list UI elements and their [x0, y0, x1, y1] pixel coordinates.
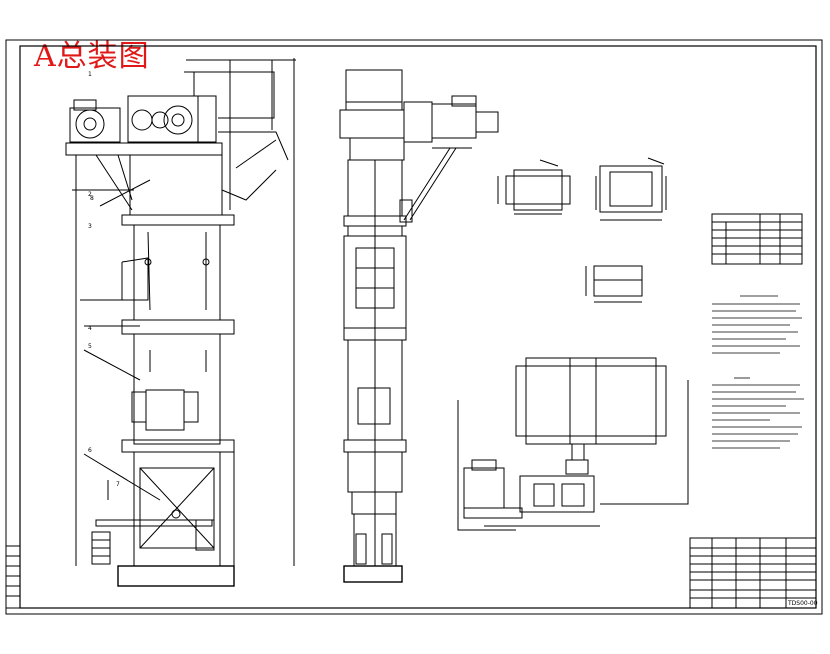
inner-frame	[19, 45, 817, 609]
drawing-title: A总装图	[34, 39, 150, 74]
part-callout-8: 8	[90, 195, 94, 202]
part-callout-6: 6	[88, 447, 92, 454]
side-view	[339, 69, 499, 583]
detail-views	[497, 157, 667, 303]
technical-notes	[712, 295, 804, 449]
part-callout-1: 1	[88, 71, 92, 78]
part-callouts: 1 2 3 4 5 6 7 8	[88, 71, 120, 488]
drawing-number: TDS00-00	[787, 600, 818, 607]
outer-frame	[5, 39, 823, 615]
left-margin-strip	[5, 545, 21, 609]
part-callout-7: 7	[116, 481, 120, 488]
parts-list-table	[711, 213, 803, 265]
title-block	[689, 537, 817, 609]
part-callout-2: 2	[88, 191, 92, 198]
part-callout-4: 4	[88, 325, 92, 332]
part-callout-3: 3	[88, 223, 92, 230]
front-view	[65, 58, 296, 587]
plan-view	[457, 357, 689, 531]
part-callout-5: 5	[88, 343, 92, 350]
